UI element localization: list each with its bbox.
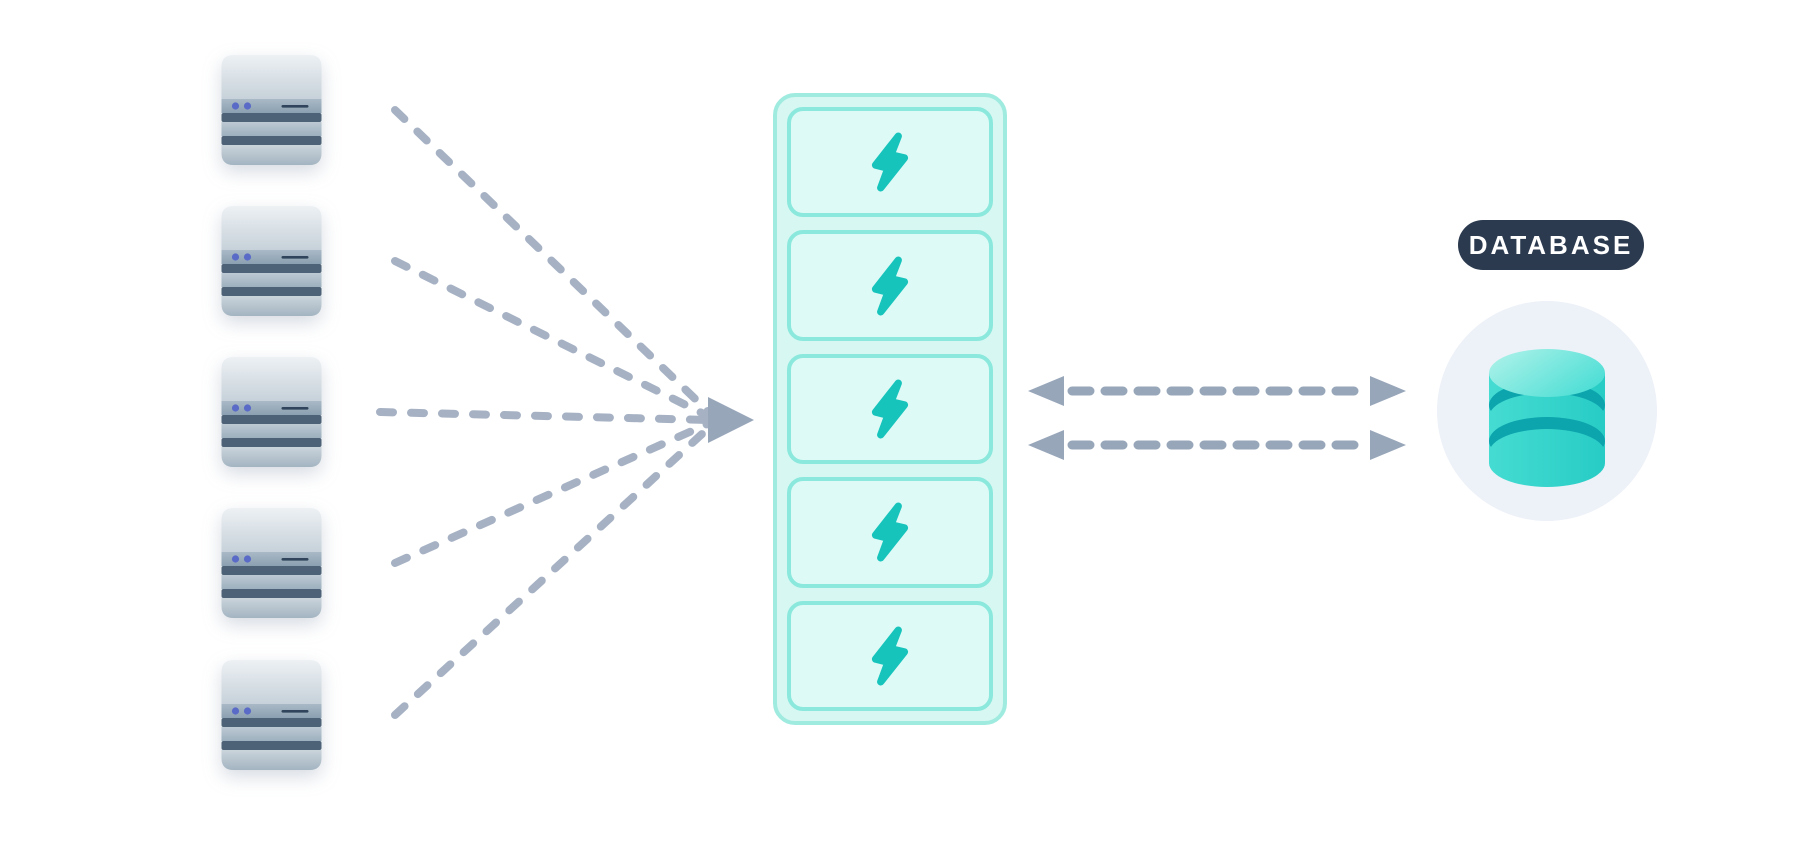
pool-connection-slot	[787, 230, 993, 341]
fan-in-line	[391, 257, 716, 422]
app-server-1	[221, 55, 322, 165]
app-server-5	[221, 660, 322, 770]
server-icon	[221, 55, 322, 165]
fan-in-line	[391, 419, 718, 719]
pool-connection-slot	[787, 477, 993, 588]
left-arrowhead-icon	[1028, 430, 1064, 460]
lightning-bolt-icon	[867, 379, 913, 439]
app-server-4	[221, 508, 322, 618]
database-label: DATABASE	[1458, 220, 1644, 270]
server-icon	[221, 357, 322, 467]
connection-pool	[773, 93, 1007, 725]
right-arrowhead-icon	[1370, 376, 1406, 406]
server-icon	[221, 508, 322, 618]
left-arrowhead-icon	[1028, 376, 1064, 406]
lightning-bolt-icon	[867, 502, 913, 562]
lightning-bolt-icon	[867, 626, 913, 686]
pool-connection-slot	[787, 353, 993, 465]
fan-in-line	[391, 106, 718, 421]
server-icon	[221, 206, 322, 316]
fan-in-arrowhead-icon	[708, 397, 754, 443]
pool-connection-slot	[787, 600, 993, 712]
app-server-2	[221, 206, 322, 316]
fan-in-line	[376, 408, 714, 424]
right-arrowhead-icon	[1370, 430, 1406, 460]
fan-in-line	[391, 418, 716, 567]
lightning-bolt-icon	[867, 132, 913, 192]
server-icon	[221, 660, 322, 770]
app-server-3	[221, 357, 322, 467]
pool-connection-slot	[787, 107, 993, 218]
database-cylinder-icon	[1488, 347, 1606, 489]
lightning-bolt-icon	[867, 256, 913, 316]
